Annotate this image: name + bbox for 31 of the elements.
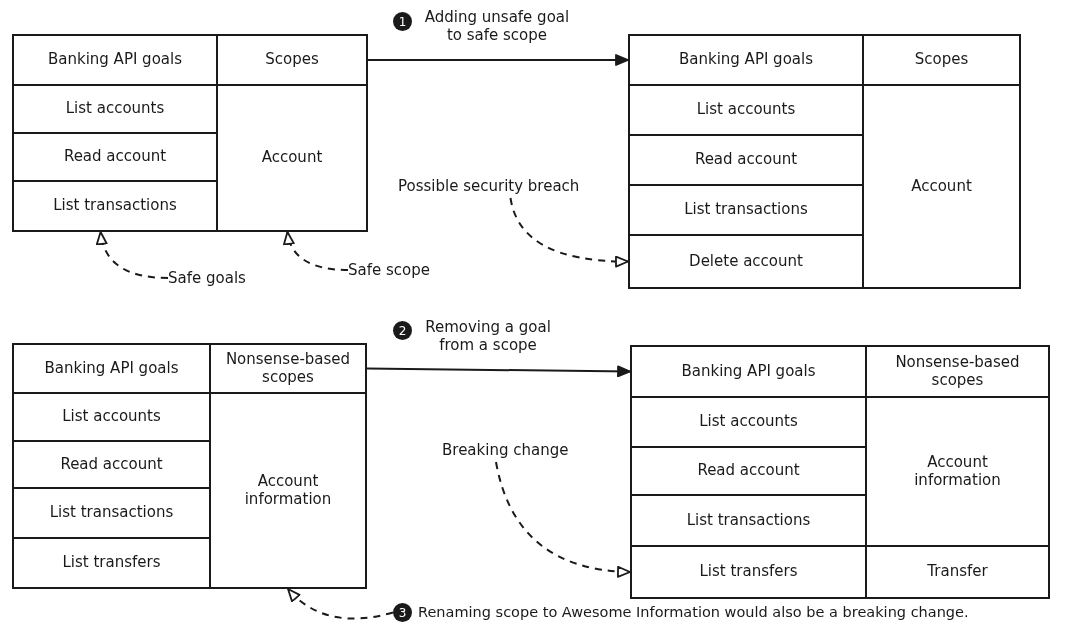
table-cell: Transfer — [865, 545, 1050, 599]
table-cell: Banking API goals — [12, 343, 211, 394]
table-cell: Scopes — [862, 34, 1021, 86]
callout-number: 2 — [393, 321, 412, 340]
table-cell: Banking API goals — [12, 34, 218, 86]
table-cell: Banking API goals — [630, 345, 867, 398]
dashed-arrow — [283, 231, 349, 271]
table-cell: List transfers — [12, 537, 211, 589]
table-cell: Account — [216, 84, 368, 232]
dashed-arrow — [509, 197, 629, 268]
table-cell: Banking API goals — [628, 34, 864, 86]
callout-number: 3 — [393, 603, 412, 622]
annotation-text: Possible security breach — [398, 177, 580, 195]
dashed-arrow — [287, 588, 394, 620]
table-cell: Scopes — [216, 34, 368, 86]
table-cell: List transactions — [12, 180, 218, 232]
note-text: Renaming scope to Awesome Information would also be a breaking change. — [418, 603, 970, 622]
annotation-text: Safe goals — [168, 269, 246, 287]
dashed-arrow — [96, 231, 169, 279]
arrow — [366, 365, 631, 378]
table-cell: Account information — [209, 392, 367, 589]
callout-number: 1 — [393, 12, 412, 31]
annotation-text: Breaking change — [442, 441, 569, 459]
table-cell: List transfers — [630, 545, 867, 599]
table-cell: Account — [862, 84, 1021, 289]
table-cell: Nonsense-based scopes — [865, 345, 1050, 398]
dashed-arrow — [495, 461, 631, 578]
table-cell: Delete account — [628, 234, 864, 289]
table-cell: Nonsense-based scopes — [209, 343, 367, 394]
arrow — [367, 54, 629, 66]
annotation-text: Safe scope — [348, 261, 430, 279]
